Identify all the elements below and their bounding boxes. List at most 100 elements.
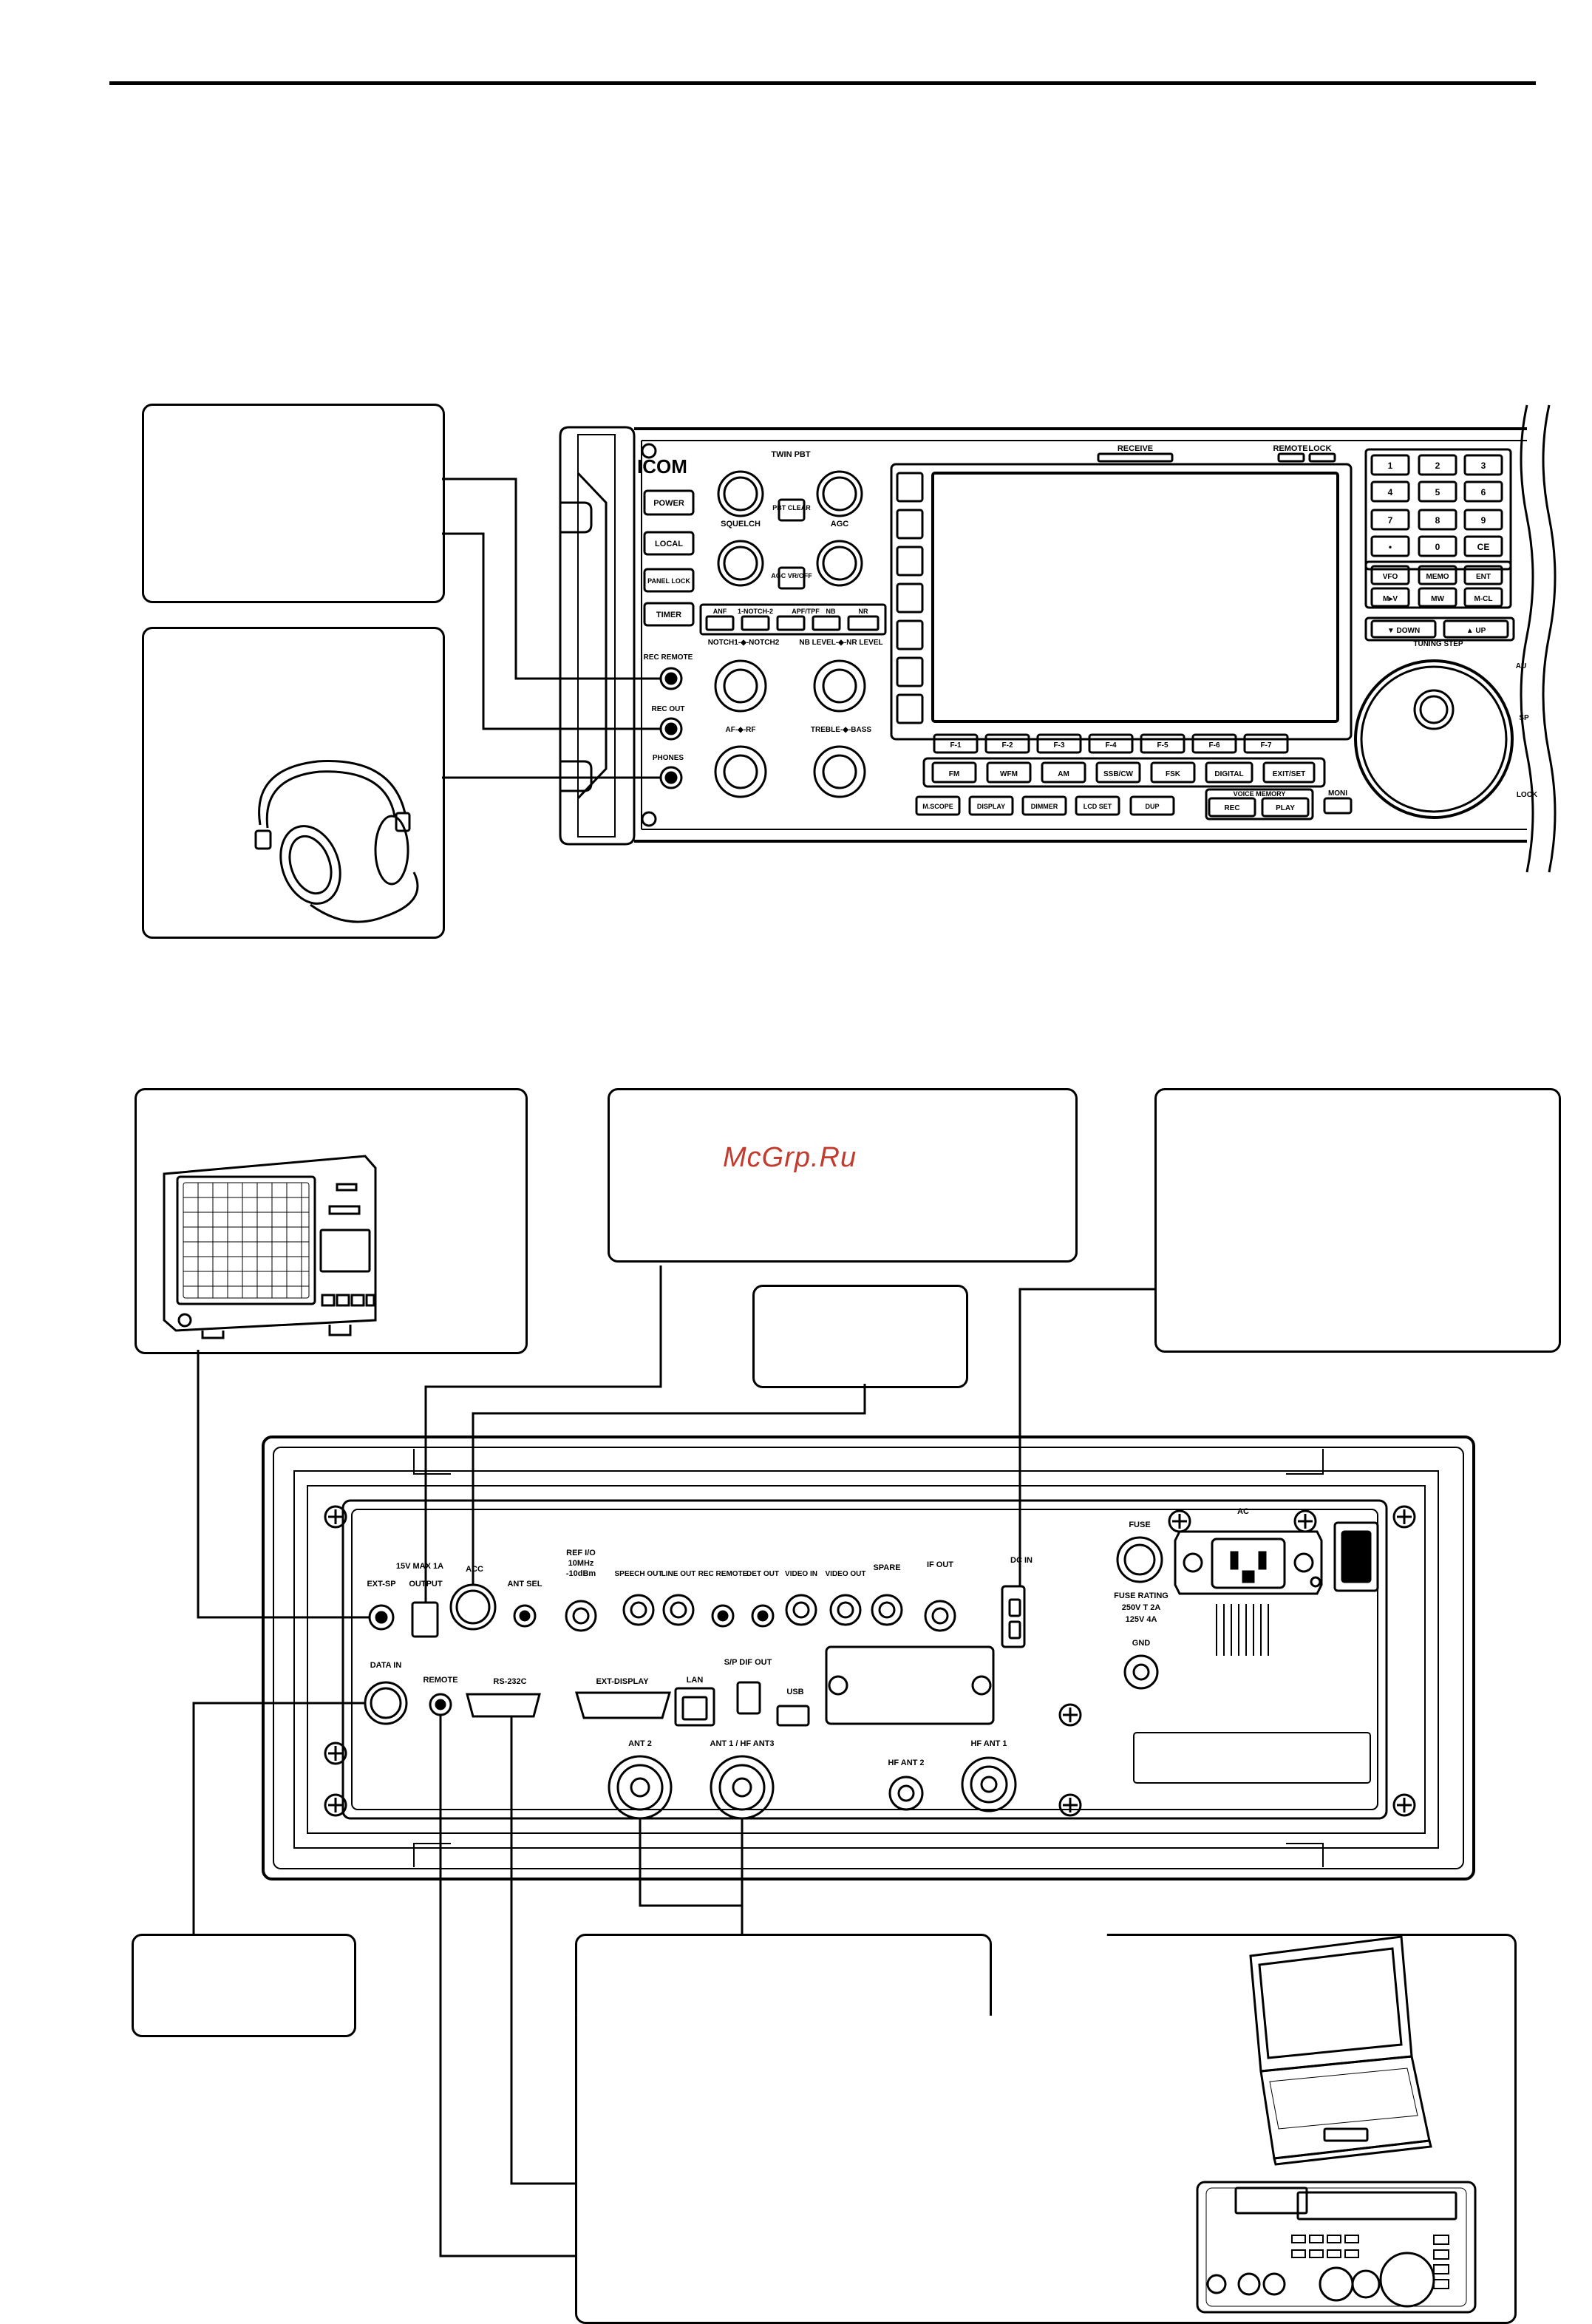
label-rec-out-jack: REC OUT <box>652 705 685 713</box>
label-hf-ant1: HF ANT 1 <box>970 1739 1007 1748</box>
key-7[interactable]: 7 <box>1388 515 1393 526</box>
label-ext-sp: EXT-SP <box>367 1580 395 1589</box>
mode-fm[interactable]: FM <box>949 770 959 778</box>
label-twin-pbt: TWIN PBT <box>771 450 810 459</box>
key-dot[interactable]: • <box>1389 542 1392 552</box>
callout-dc-power <box>1154 1088 1561 1353</box>
key-9[interactable]: 9 <box>1481 515 1486 526</box>
mscope-button[interactable]: M.SCOPE <box>922 803 953 810</box>
key-2[interactable]: 2 <box>1435 461 1440 471</box>
fkey-4[interactable]: F-4 <box>1106 741 1117 750</box>
label-agc: AGC <box>831 520 849 529</box>
fkey-5[interactable]: F-5 <box>1157 741 1169 750</box>
func-nr[interactable]: NR <box>859 608 868 615</box>
callout-external-speaker <box>135 1088 528 1354</box>
down-button[interactable]: ▼ DOWN <box>1387 627 1420 635</box>
label-nb-level: NB LEVEL-◆-NR LEVEL <box>799 639 882 647</box>
play-button[interactable]: PLAY <box>1276 804 1295 812</box>
mode-fsk[interactable]: FSK <box>1166 770 1181 778</box>
panel-lock-button[interactable]: PANEL LOCK <box>647 577 690 585</box>
func-notch[interactable]: 1-NOTCH-2 <box>738 608 773 615</box>
label-usb: USB <box>786 1688 803 1696</box>
callout-front-recorder <box>142 404 445 603</box>
label-receive: RECEIVE <box>1118 444 1153 453</box>
label-acc: ACC <box>466 1565 483 1574</box>
vfo-button[interactable]: VFO <box>1383 573 1398 581</box>
mw-button[interactable]: MW <box>1431 595 1444 603</box>
key-0[interactable]: 0 <box>1435 542 1440 552</box>
brand-logo: ICOM <box>637 455 687 478</box>
m-v-button[interactable]: M▸V <box>1383 595 1398 603</box>
display-button[interactable]: DISPLAY <box>977 803 1005 810</box>
callout-dc-output <box>608 1088 1078 1263</box>
label-fuse-250v: 250V T 2A <box>1122 1603 1161 1612</box>
func-anf[interactable]: ANF <box>713 608 727 615</box>
label-line-out: LINE OUT <box>661 1570 696 1578</box>
agc-vr-off-button[interactable]: AGC VR/OFF <box>771 572 812 580</box>
memo-button[interactable]: MEMO <box>1426 573 1449 581</box>
callout-acc <box>752 1285 968 1388</box>
label-phones-jack: PHONES <box>653 754 684 762</box>
label-spare: SPARE <box>873 1563 900 1572</box>
label-fuse-125v: 125V 4A <box>1126 1615 1157 1624</box>
mode-digital[interactable]: DIGITAL <box>1214 770 1243 778</box>
label-speech-out: SPEECH OUT <box>614 1570 662 1578</box>
fkey-6[interactable]: F-6 <box>1209 741 1220 750</box>
label-spdif-out: S/P DIF OUT <box>724 1658 772 1667</box>
mode-wfm[interactable]: WFM <box>1000 770 1018 778</box>
fkey-7[interactable]: F-7 <box>1261 741 1272 750</box>
label-hf-ant2: HF ANT 2 <box>888 1759 924 1767</box>
label-ant1-hf-ant3: ANT 1 / HF ANT3 <box>710 1739 775 1748</box>
label-output: OUTPUT <box>409 1580 443 1589</box>
top-rule <box>109 81 1536 85</box>
fkey-3[interactable]: F-3 <box>1054 741 1065 750</box>
fkey-1[interactable]: F-1 <box>950 741 962 750</box>
m-cl-button[interactable]: M-CL <box>1474 595 1493 603</box>
key-ce[interactable]: CE <box>1477 542 1490 552</box>
key-8[interactable]: 8 <box>1435 515 1440 526</box>
label-ant2: ANT 2 <box>628 1739 652 1748</box>
label-notch: NOTCH1-◆-NOTCH2 <box>708 639 780 647</box>
label-rs232c: RS-232C <box>493 1677 526 1686</box>
key-5[interactable]: 5 <box>1435 487 1440 497</box>
label-squelch: SQUELCH <box>721 520 761 529</box>
label-remote-jack: REMOTE <box>423 1676 457 1685</box>
func-nb[interactable]: NB <box>826 608 836 615</box>
label-dc-in: DC IN <box>1010 1556 1033 1565</box>
dimmer-button[interactable]: DIMMER <box>1031 803 1058 810</box>
rec-button[interactable]: REC <box>1224 804 1239 812</box>
mode-ssb-cw[interactable]: SSB/CW <box>1103 770 1134 778</box>
moni-label: MONI <box>1328 789 1347 798</box>
lcd-set-button[interactable]: LCD SET <box>1084 803 1112 810</box>
label-gnd: GND <box>1132 1639 1151 1648</box>
mode-am[interactable]: AM <box>1058 770 1069 778</box>
local-button[interactable]: LOCAL <box>655 540 683 548</box>
label-rec-remote: REC REMOTE <box>698 1570 748 1578</box>
label-fuse-rating: FUSE RATING <box>1114 1591 1169 1600</box>
side-label-lock: LOCK <box>1517 791 1538 799</box>
pbt-clear-button[interactable]: PBT CLEAR <box>772 504 811 512</box>
ent-button[interactable]: ENT <box>1476 573 1491 581</box>
exit-set-button[interactable]: EXIT/SET <box>1273 770 1305 778</box>
func-apf-tpf[interactable]: APF/TPF <box>792 608 820 615</box>
label-ext-display: EXT-DISPLAY <box>596 1677 649 1686</box>
key-4[interactable]: 4 <box>1388 487 1393 497</box>
label-ref-freq: 10MHz <box>568 1559 594 1568</box>
label-det-out: DET OUT <box>746 1570 779 1578</box>
timer-button[interactable]: TIMER <box>656 611 681 619</box>
label-lock: LOCK <box>1308 444 1331 453</box>
label-af-rf: AF-◆-RF <box>725 726 755 734</box>
label-treble-bass: TREBLE-◆-BASS <box>811 726 871 734</box>
fkey-2[interactable]: F-2 <box>1002 741 1013 750</box>
label-15v-max: 15V MAX 1A <box>396 1562 443 1571</box>
dup-button[interactable]: DUP <box>1145 803 1159 810</box>
power-button[interactable]: POWER <box>653 499 684 508</box>
up-button[interactable]: ▲ UP <box>1466 627 1486 635</box>
label-rec-remote-jack: REC REMOTE <box>644 653 693 662</box>
key-6[interactable]: 6 <box>1481 487 1486 497</box>
label-tuning-step: TUNING STEP <box>1413 640 1463 648</box>
key-3[interactable]: 3 <box>1481 461 1486 471</box>
watermark: McGrp.Ru <box>723 1142 857 1173</box>
key-1[interactable]: 1 <box>1388 461 1393 471</box>
